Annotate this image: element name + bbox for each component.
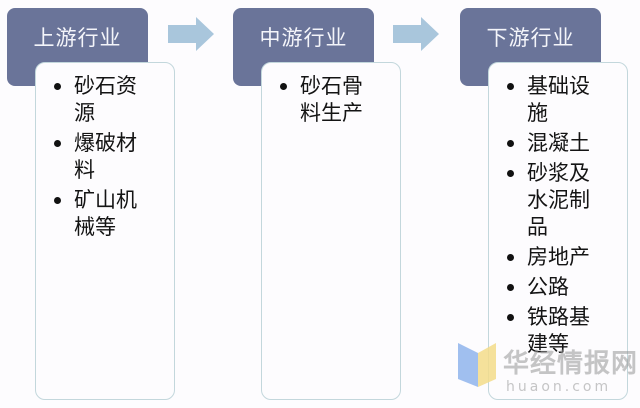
upstream-list: 砂石资源 爆破材料 矿山机械等	[54, 73, 166, 241]
list-item: 混凝土	[507, 130, 605, 157]
stage-content-upstream: 砂石资源 爆破材料 矿山机械等	[35, 62, 175, 400]
item-text: 混凝土	[527, 131, 590, 155]
bullet-icon	[280, 83, 287, 90]
stage-content-downstream: 基础设施 混凝土 砂浆及水泥制品 房地产 公路 铁路基建等	[488, 62, 628, 400]
bullet-icon	[54, 83, 61, 90]
watermark-title: 华经情报网	[503, 349, 639, 379]
list-item: 砂浆及水泥制品	[507, 160, 605, 241]
bullet-icon	[507, 254, 514, 261]
downstream-list: 基础设施 混凝土 砂浆及水泥制品 房地产 公路 铁路基建等	[507, 73, 619, 358]
watermark-url: huaon.com	[506, 379, 612, 395]
arrow-right-icon	[393, 17, 439, 51]
list-item: 房地产	[507, 244, 605, 271]
item-text: 砂石骨料生产	[300, 74, 363, 125]
arrow-right-icon	[168, 17, 214, 51]
bullet-icon	[507, 170, 514, 177]
bullet-icon	[507, 314, 514, 321]
bullet-icon	[507, 284, 514, 291]
item-text: 房地产	[527, 245, 590, 269]
item-text: 矿山机械等	[74, 188, 137, 239]
watermark-logo-icon	[458, 343, 496, 387]
bullet-icon	[507, 140, 514, 147]
list-item: 公路	[507, 274, 605, 301]
stage-content-midstream: 砂石骨料生产	[261, 62, 401, 400]
list-item: 爆破材料	[54, 130, 152, 184]
list-item: 矿山机械等	[54, 187, 152, 241]
item-text: 爆破材料	[74, 131, 137, 182]
watermark: 华经情报网 huaon.com	[458, 343, 638, 403]
bullet-icon	[507, 83, 514, 90]
bullet-icon	[54, 197, 61, 204]
list-item: 砂石资源	[54, 73, 152, 127]
item-text: 公路	[527, 275, 569, 299]
list-item: 基础设施	[507, 73, 605, 127]
bullet-icon	[54, 140, 61, 147]
midstream-list: 砂石骨料生产	[280, 73, 392, 127]
item-text: 铁路基建等	[527, 305, 590, 356]
item-text: 基础设施	[527, 74, 590, 125]
list-item: 砂石骨料生产	[280, 73, 378, 127]
list-item: 铁路基建等	[507, 304, 605, 358]
item-text: 砂浆及水泥制品	[527, 161, 590, 239]
item-text: 砂石资源	[74, 74, 137, 125]
